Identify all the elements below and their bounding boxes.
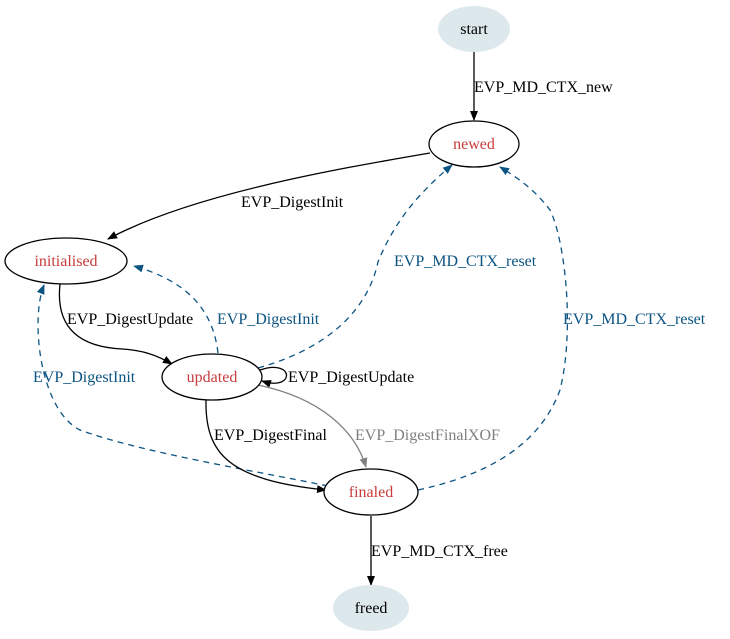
label-newed-initialised: EVP_DigestInit <box>241 194 344 211</box>
node-updated-label: updated <box>187 369 238 386</box>
label-updated-self: EVP_DigestUpdate <box>288 369 414 386</box>
label-start-newed: EVP_MD_CTX_new <box>474 79 613 96</box>
node-initialised-label: initialised <box>34 253 97 270</box>
node-newed: newed <box>428 120 520 168</box>
edge-finaled-newed <box>417 166 569 491</box>
node-initialised: initialised <box>4 237 128 285</box>
edge-updated-finaled <box>205 399 327 494</box>
label-updated-finaled: EVP_DigestFinal <box>214 427 327 444</box>
label-finaled-freed: EVP_MD_CTX_free <box>371 543 508 560</box>
edge-updated-finaled-xof <box>257 384 368 468</box>
node-start-label: start <box>460 21 488 38</box>
node-start: start <box>438 6 510 52</box>
edge-initialised-updated <box>58 283 173 365</box>
label-initialised-updated: EVP_DigestUpdate <box>67 311 193 328</box>
edge-updated-newed <box>257 164 453 369</box>
edge-updated-self <box>259 366 288 388</box>
label-updated-initialised: EVP_DigestInit <box>217 311 320 328</box>
edge-updated-initialised <box>133 264 219 354</box>
node-updated: updated <box>161 353 263 401</box>
node-freed-label: freed <box>355 600 388 617</box>
node-finaled: finaled <box>323 468 419 516</box>
edge-newed-initialised <box>107 152 431 240</box>
label-finaled-initialised: EVP_DigestInit <box>33 369 136 386</box>
node-finaled-label: finaled <box>349 484 393 501</box>
label-finaled-newed: EVP_MD_CTX_reset <box>563 311 706 328</box>
node-newed-label: newed <box>453 136 495 153</box>
label-updated-finaled-xof: EVP_DigestFinalXOF <box>355 427 500 444</box>
label-updated-newed: EVP_MD_CTX_reset <box>394 253 537 270</box>
node-freed: freed <box>333 585 409 631</box>
edge-finaled-initialised <box>36 284 329 487</box>
